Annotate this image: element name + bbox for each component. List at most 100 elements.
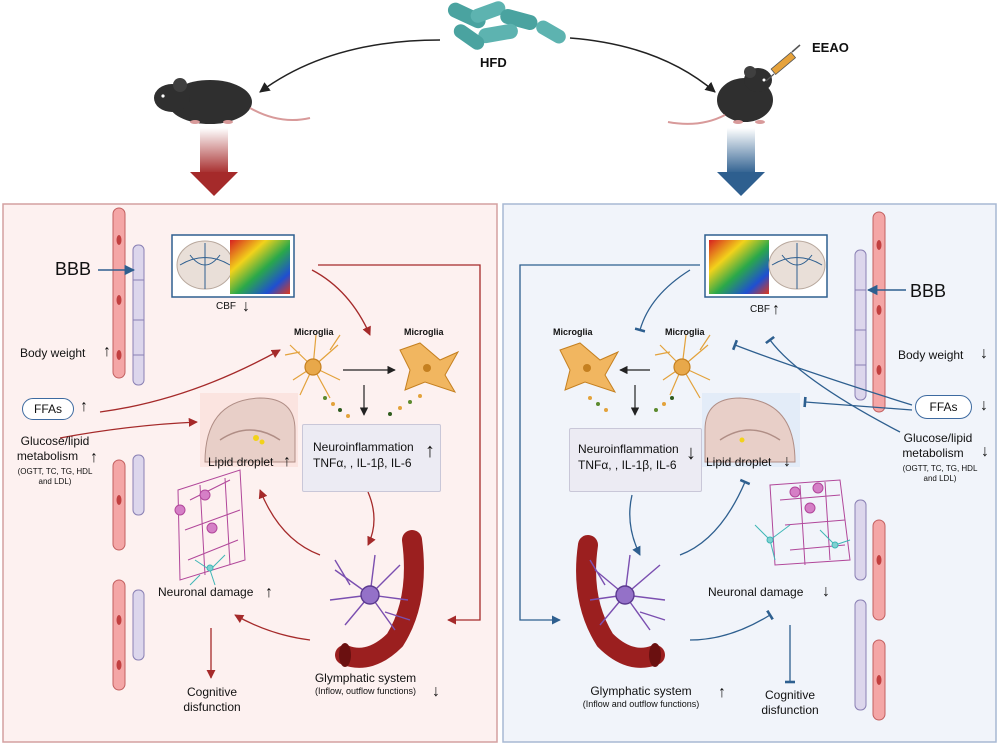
hfd-brain-cbf-image [171, 234, 295, 298]
hfd-glucose-arrow: ↑ [90, 449, 98, 466]
eeao-cbf-arrow: ↑ [772, 301, 780, 318]
eeao-ffas-label: FFAs [929, 400, 958, 414]
eeao-big-arrow [717, 128, 765, 196]
eeao-arrow-infl-to-glymph [629, 494, 641, 556]
hfd-big-arrow [190, 128, 238, 196]
hfd-label: HFD [480, 55, 507, 70]
hfd-neurons-icon [174, 469, 246, 586]
eeao-neurons-icon [754, 479, 851, 566]
eeao-bbb-label: BBB [910, 281, 947, 301]
eeao-inhibit-cbf-to-microglia [634, 269, 691, 333]
eeao-inhibit-glymph-to-neuronal [689, 609, 774, 641]
eeao-microglia-ramified-icon [654, 334, 711, 399]
eeao-astrocyte-icon [589, 554, 666, 631]
eeao-glymph-arrow: ↑ [718, 684, 726, 701]
eeao-glymph-sub: (Inflow and outflow functions) [582, 699, 700, 709]
eeao-arrow-cbf-loop [519, 264, 700, 625]
eeao-glucose-line2: metabolism [902, 446, 964, 460]
hfd-glymph-sub: (Inflow, outflow functions) [314, 686, 417, 696]
hfd-cbf-arrow: ↓ [242, 298, 250, 315]
eeao-inhibit-bodyweight-to-microglia [731, 339, 913, 406]
eeao-brain-cbf-image [704, 234, 828, 298]
hfd-microglia-ramified-icon [284, 334, 341, 399]
arrow-to-hfd-mouse [259, 39, 441, 93]
eeao-microglia-a-label: Microglia [553, 327, 593, 337]
hfd-glucose-sub2: and LDL) [38, 477, 72, 486]
hfd-cognitive-line1: Cognitive [186, 685, 238, 699]
hfd-arrow-glucose-to-lipid [59, 417, 198, 439]
hfd-bbb-wall [112, 207, 145, 691]
hfd-lipid-arrow: ↑ [283, 453, 291, 470]
hfd-arrow-cbf-to-microglia [311, 269, 371, 336]
hfd-ffas-arrow: ↑ [80, 398, 88, 415]
hfd-cytokine-dots [323, 394, 422, 418]
hfd-bbb-label: BBB [55, 259, 92, 279]
hfd-ffas-label: FFAs [33, 402, 62, 416]
hfd-glucose-sub1: (OGTT, TC, TG, HDL [17, 467, 93, 476]
eeao-glucose-line1: Glucose/lipid [903, 431, 973, 445]
eeao-neuronal-label: Neuronal damage [708, 585, 804, 599]
hfd-ffas-pill: FFAs [22, 398, 74, 420]
hfd-neuronal-arrow: ↑ [265, 584, 273, 601]
hfd-arrow-infl-to-glymph [367, 491, 376, 546]
hfd-body-weight-label: Body weight [20, 346, 86, 360]
hfd-neuronal-label: Neuronal damage [158, 585, 254, 599]
eeao-inhibit-glucose-to-lipid [765, 335, 901, 433]
eeao-ffas-arrow: ↓ [980, 397, 988, 414]
arrow-to-eeao-mouse [569, 37, 716, 93]
eeao-bbb-wall [854, 211, 886, 721]
hfd-glucose-line2: metabolism [16, 449, 79, 463]
hfd-arrow-glymph-to-neuronal [234, 614, 311, 641]
hfd-cbf-label: CBF [216, 301, 236, 312]
hfd-glymph-arrow: ↓ [432, 683, 440, 700]
hfd-arrow-bodyweight-to-microglia [99, 349, 281, 413]
eeao-glucose-arrow: ↓ [981, 443, 989, 460]
eeao-lipid-label: Lipid droplet [706, 455, 772, 469]
eeao-glucose-sub2: and LDL) [923, 474, 957, 483]
eeao-cognitive-line1: Cognitive [764, 688, 816, 702]
eeao-mouse-icon [667, 66, 773, 125]
eeao-lipid-arrow: ↓ [783, 453, 791, 470]
hfd-glymph-label: Glymphatic system [314, 671, 417, 685]
hfd-pills-icon [447, 1, 566, 50]
hfd-microglia-b-label: Microglia [404, 327, 444, 337]
eeao-lipid-brain-section [702, 393, 800, 467]
hfd-vessel-icon [335, 530, 424, 668]
eeao-cognitive-line2: disfunction [761, 703, 819, 717]
eeao-inhibit-glymph-to-lipid [679, 478, 751, 556]
hfd-neuroinflammation-arrow: ↑ [425, 440, 435, 462]
eeao-neuroinflammation-box: Neuroinflammation TNFα, , IL-1β, IL-6 ↓ [569, 428, 702, 492]
eeao-body-weight-arrow: ↓ [980, 345, 988, 362]
hfd-cognitive-line2: disfunction [183, 700, 241, 714]
syringe-icon [765, 44, 801, 82]
eeao-glymph-label: Glymphatic system [590, 684, 692, 698]
hfd-cytokines-label: TNFα, , IL-1β, IL-6 [313, 456, 412, 470]
eeao-body-weight-label: Body weight [898, 348, 964, 362]
eeao-neuronal-arrow: ↓ [822, 583, 830, 600]
eeao-inhibit-ffa-to-lipid [803, 396, 913, 411]
hfd-mouse-icon [154, 78, 311, 124]
eeao-microglia-amoeboid-icon [559, 342, 620, 393]
hfd-body-weight-arrow: ↑ [103, 343, 111, 360]
hfd-lipid-brain-section [200, 393, 298, 467]
hfd-neuroinflammation-label: Neuroinflammation [313, 440, 414, 454]
hfd-arrow-glymph-to-lipid [258, 489, 321, 556]
hfd-arrow-cbf-loop [318, 264, 481, 625]
eeao-vessel-icon [576, 535, 665, 668]
eeao-ffas-pill: FFAs [915, 395, 972, 419]
hfd-microglia-a-label: Microglia [294, 327, 334, 337]
hfd-astrocyte-icon [329, 554, 411, 631]
hfd-microglia-amoeboid-icon [399, 342, 460, 393]
eeao-glucose-sub1: (OGTT, TC, TG, HDL [902, 464, 978, 473]
eeao-cytokine-dots [588, 396, 674, 412]
eeao-microglia-b-label: Microglia [665, 327, 705, 337]
hfd-lipid-label: Lipid droplet [208, 455, 274, 469]
hfd-glucose-line1: Glucose/lipid [20, 434, 90, 448]
eeao-cytokines-label: TNFα, , IL-1β, IL-6 [578, 458, 677, 472]
eeao-label: EEAO [812, 40, 849, 55]
eeao-neuroinflammation-arrow: ↓ [686, 442, 696, 464]
eeao-cbf-label: CBF [750, 304, 770, 315]
hfd-neuroinflammation-box: Neuroinflammation TNFα, , IL-1β, IL-6 ↑ [302, 424, 441, 492]
eeao-neuroinflammation-label: Neuroinflammation [578, 442, 679, 456]
